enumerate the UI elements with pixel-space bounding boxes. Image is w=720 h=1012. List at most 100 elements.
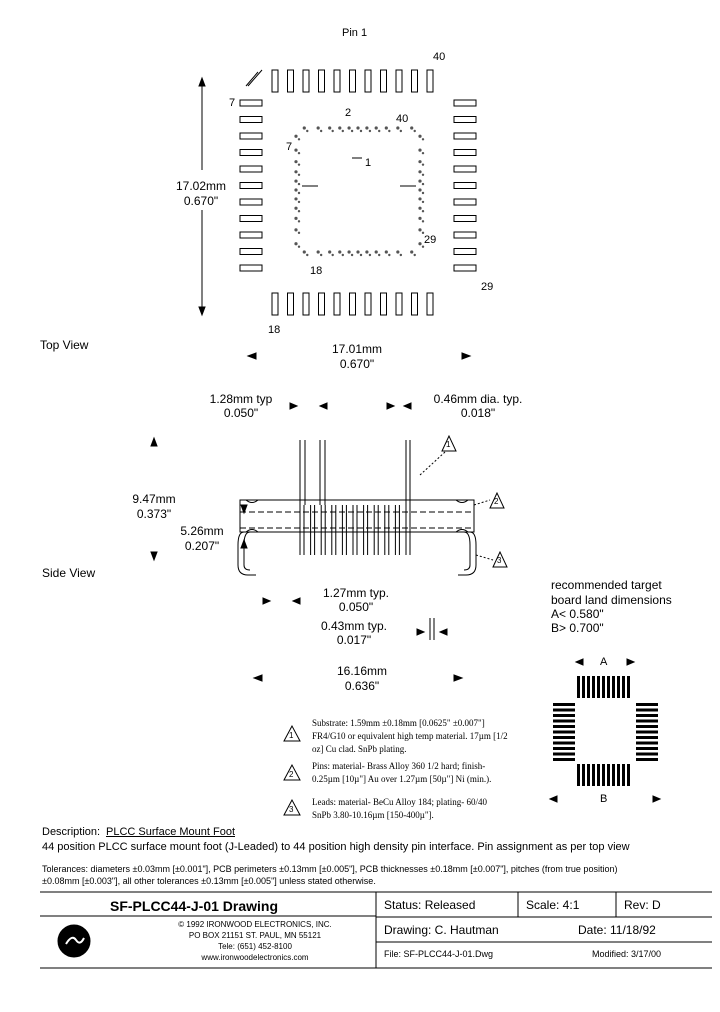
land-pad <box>636 703 658 706</box>
land-pad <box>636 758 658 761</box>
inner-pin-dot <box>331 129 334 133</box>
side-view-label: Side View <box>42 566 96 580</box>
width-in-label: 0.670" <box>339 357 375 371</box>
inner-pin-dot <box>418 134 422 138</box>
top-view-package <box>239 69 477 316</box>
inner-pin-dot <box>421 151 425 155</box>
inner-pin-dot <box>297 151 301 155</box>
top-view-pin <box>364 69 372 93</box>
top-view-pin <box>395 292 403 316</box>
top-view-pin <box>453 132 477 140</box>
note-tag-3: 3 <box>289 805 294 814</box>
inner-pin-dot <box>421 191 425 195</box>
inner-pin-dot <box>341 129 344 133</box>
land-pad <box>636 741 658 745</box>
inner-pin-dot <box>347 250 351 254</box>
inner-pin-dot <box>297 245 301 248</box>
pitch-mm-label: 1.28mm typ <box>209 392 273 406</box>
inner-pin-dot <box>418 148 422 152</box>
inner-pin-dot <box>396 126 400 130</box>
pin7-inner-label: 7 <box>286 141 293 153</box>
body-height-mm-label: 5.26mm <box>180 524 224 538</box>
inner-pin-dot <box>294 206 298 210</box>
file-field: File: SF-PLCC44-J-01.Dwg <box>384 949 494 959</box>
land-pad <box>553 703 575 706</box>
land-pad <box>602 764 605 786</box>
top-view-pin <box>271 69 279 93</box>
land-pad <box>607 676 610 698</box>
ironwood-logo <box>57 924 91 958</box>
land-b-label: B <box>600 793 608 805</box>
note-tag-1: 1 <box>289 731 294 740</box>
top-view-pin <box>395 69 403 93</box>
inner-pin-dot <box>413 129 416 133</box>
pin29-inner-label: 29 <box>424 234 437 246</box>
land-pad <box>592 676 595 698</box>
inner-pin-dot <box>399 129 403 133</box>
inner-pin-dot <box>297 220 301 223</box>
top-view-pin <box>453 149 477 156</box>
pin18-outer-label: 18 <box>268 324 281 336</box>
top-view-pin <box>453 215 477 222</box>
land-a-dimension: A< 0.580" <box>551 607 604 621</box>
pin1-inner-label: 1 <box>365 157 372 169</box>
inner-pin-dot <box>365 126 369 130</box>
top-view-pin <box>453 116 477 123</box>
top-view-pin <box>380 69 387 93</box>
inner-pin-dot <box>302 126 306 130</box>
inner-pin-dot <box>396 250 400 254</box>
inner-pin-dot <box>294 228 298 232</box>
inner-pin-dot <box>378 129 381 133</box>
inner-pin-dot <box>294 179 298 183</box>
top-view-pin <box>239 264 263 272</box>
side-note-tag-1: 1 <box>446 440 451 449</box>
description-line2: 44 position PLCC surface mount foot (J-L… <box>42 841 630 853</box>
inner-pin-dot <box>294 148 298 152</box>
top-view-pin <box>453 231 477 239</box>
top-view-pin <box>302 69 310 93</box>
land-a-label: A <box>600 656 608 668</box>
land-pad <box>553 752 575 756</box>
top-view-pin <box>239 132 263 140</box>
land-pad <box>553 741 575 745</box>
land-pad <box>612 764 615 786</box>
land-pad <box>553 714 575 717</box>
description-label: Description: <box>42 826 101 838</box>
top-view-pin <box>426 292 434 316</box>
top-view-pin <box>453 99 477 107</box>
dia-mm-label: 0.46mm dia. typ. <box>433 392 523 406</box>
inner-pin-dot <box>421 182 425 186</box>
land-title-line2: board land dimensions <box>551 593 672 607</box>
tolerances-line1: Tolerances: diameters ±0.03mm [±0.001"],… <box>42 864 618 874</box>
inner-pin-dot <box>297 182 301 186</box>
top-view-pin <box>239 116 263 123</box>
pin29-outer-label: 29 <box>481 281 494 293</box>
top-view-pin <box>318 69 325 93</box>
side-note-tag-3: 3 <box>497 556 502 565</box>
note-2-line2: 0.25µm [10µ"] Au over 1.27µm [50µ"] Ni (… <box>312 774 492 784</box>
inner-pin-dot <box>316 126 320 130</box>
foot-width-in-label: 0.017" <box>336 633 372 647</box>
inner-pin-dot <box>297 210 301 213</box>
land-pad <box>582 764 585 786</box>
pin2-inner-label: 2 <box>345 107 352 119</box>
inner-pin-dot <box>368 129 372 133</box>
top-view-pin <box>239 99 263 107</box>
top-view-pin <box>349 292 356 316</box>
inner-pin-dot <box>365 250 369 254</box>
inner-pin-dot <box>302 250 306 254</box>
inner-pin-dot <box>421 163 425 166</box>
land-pad <box>553 747 575 750</box>
company-line-4: www.ironwoodelectronics.com <box>201 953 309 962</box>
note-1-line1: Substrate: 1.59mm ±0.18mm [0.0625" ±0.00… <box>312 718 485 728</box>
land-pad <box>636 736 658 739</box>
body-height-in-label: 0.207" <box>184 539 220 553</box>
inner-pin-dot <box>359 129 363 133</box>
inner-pin-dot <box>421 245 425 248</box>
top-view-pin <box>426 69 434 93</box>
land-pad <box>553 719 575 723</box>
pin40-outer-label: 40 <box>433 51 446 63</box>
note-3-line2: SnPb 3.80-10.16µm [150-400µ"]. <box>312 810 434 820</box>
side-width-mm-label: 16.16mm <box>336 664 388 678</box>
side-width-in-label: 0.636" <box>344 679 380 693</box>
